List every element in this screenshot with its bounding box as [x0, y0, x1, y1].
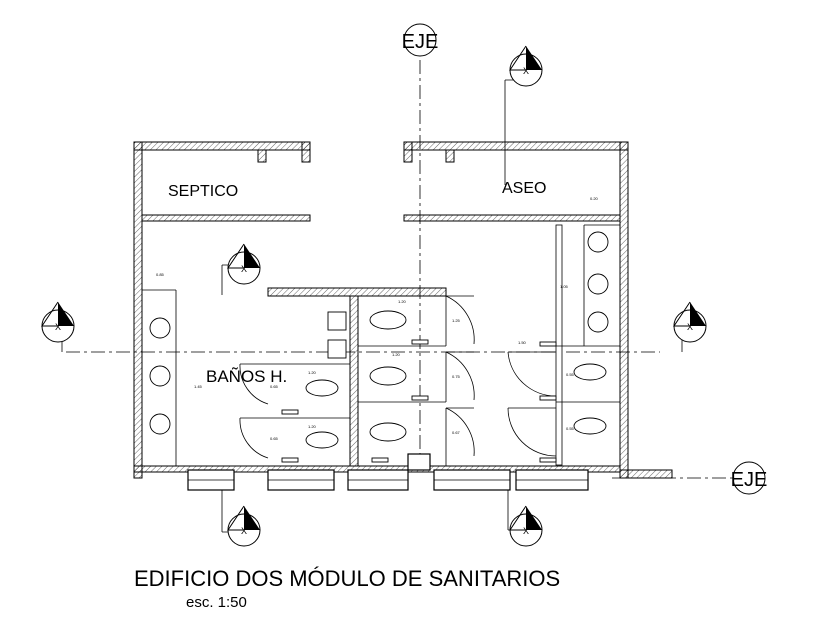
eje-tag-top: EJE [402, 23, 439, 57]
dimension-labels: 0.20 0.85 1.20 1.20 1.20 1.20 1.50 1.25 … [156, 196, 599, 441]
accessories [281, 339, 557, 463]
room-label-septico: SEPTICO [168, 183, 238, 200]
section-marker-bottom-right: X [509, 505, 543, 547]
section-marker-label: X [55, 322, 61, 332]
section-marker-label: X [523, 526, 529, 536]
dim-label: 0.55 [566, 426, 575, 431]
dim-label: 0.85 [156, 272, 165, 277]
section-marker-bottom-left: X [227, 505, 261, 547]
eje-tag-right: EJE [731, 461, 768, 495]
toilets [149, 231, 609, 449]
room-label-banos: BAÑOS H. [206, 367, 287, 386]
dim-label: 1.50 [518, 340, 527, 345]
dim-label: 0.65 [270, 384, 279, 389]
drawing-title: EDIFICIO DOS MÓDULO DE SANITARIOS [134, 566, 560, 591]
dim-label: 1.25 [452, 318, 461, 323]
stall-partitions [142, 224, 620, 466]
windows-bottom [187, 453, 589, 491]
doors [239, 295, 557, 459]
section-marker-label: X [523, 66, 529, 76]
room-label-aseo: ASEO [502, 180, 546, 197]
dim-label: 1.05 [560, 284, 569, 289]
dim-label: 0.67 [452, 430, 461, 435]
dim-label: 1.45 [194, 384, 203, 389]
dim-label: 0.20 [590, 196, 599, 201]
section-marker-top: X [509, 45, 543, 87]
dim-label: 1.20 [398, 299, 407, 304]
dim-label: 0.65 [270, 436, 279, 441]
dim-label: 1.20 [308, 424, 317, 429]
section-marker-right: X [673, 301, 707, 343]
eje-label-right: EJE [731, 469, 768, 491]
dim-label: 0.55 [566, 372, 575, 377]
section-marker-label: X [687, 322, 693, 332]
section-marker-label: X [241, 526, 247, 536]
section-marker-label: X [241, 264, 247, 274]
eje-label-top: EJE [402, 31, 439, 53]
dim-label: 0.75 [452, 374, 461, 379]
section-marker-left-inner: X [227, 243, 261, 285]
dim-label: 1.20 [392, 352, 401, 357]
dim-label: 1.20 [308, 370, 317, 375]
section-marker-left: X [41, 301, 75, 343]
drawing-scale: esc. 1:50 [186, 594, 247, 611]
